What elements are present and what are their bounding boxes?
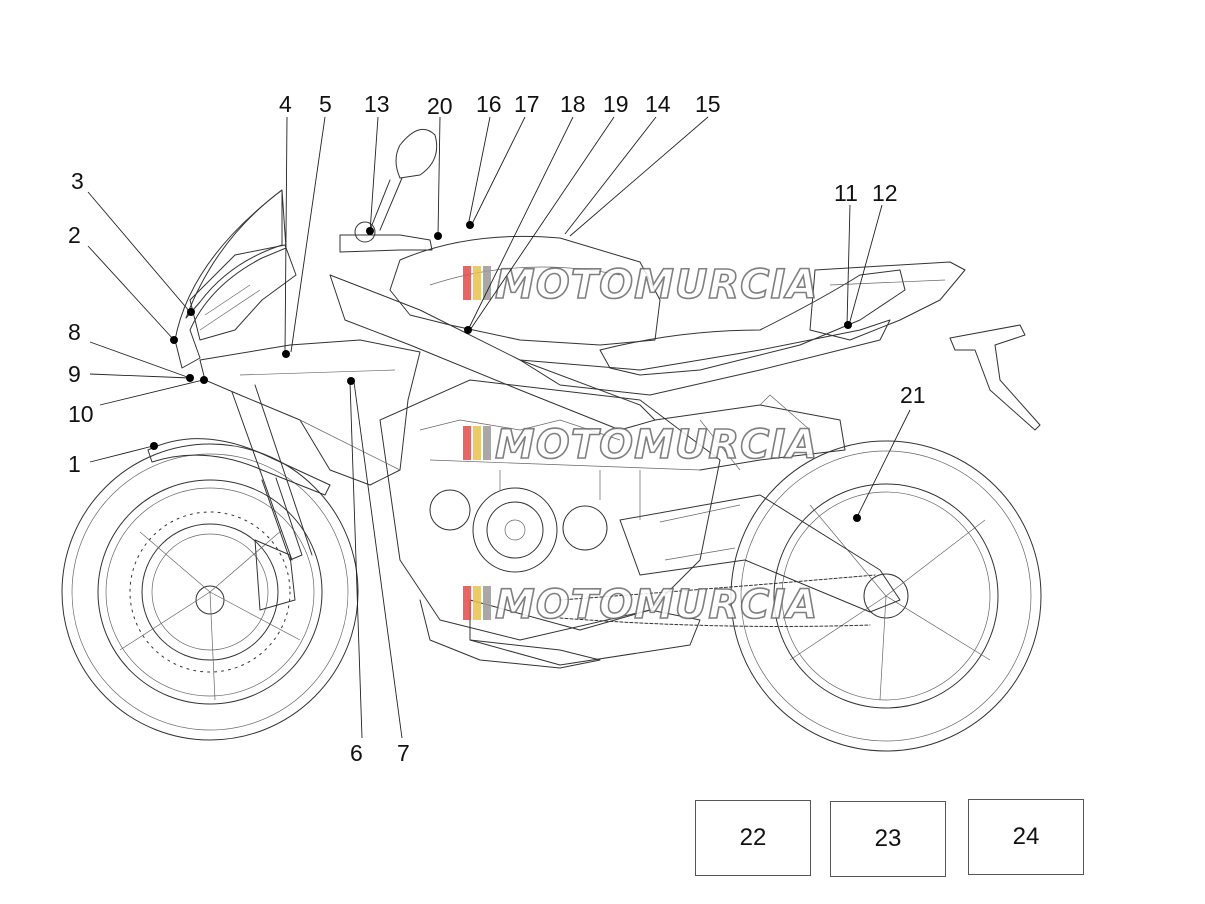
detail-box-label: 22: [739, 824, 767, 851]
callout-labels: 1 2 3 4 5 6 7 8 9 10 11 12 13 14 15 16 1…: [68, 91, 926, 766]
watermark: MOTOMURCIA MOTOMURCIA MOTOMURCIA: [463, 261, 818, 629]
callout-16: 16: [476, 91, 502, 117]
swingarm: [619, 494, 901, 613]
front-fork: [231, 384, 313, 561]
watermark-logo: MOTOMURCIA: [463, 581, 818, 629]
callout-10: 10: [68, 401, 94, 427]
watermark-logo: MOTOMURCIA: [463, 421, 818, 469]
watermark-text: MOTOMURCIA: [495, 262, 818, 308]
callout-19: 19: [603, 91, 629, 117]
callout-4: 4: [279, 91, 292, 117]
front-fender: [147, 438, 331, 496]
callout-17: 17: [514, 91, 540, 117]
engine: [379, 379, 721, 666]
callout-13: 13: [364, 91, 390, 117]
callout-20: 20: [427, 93, 453, 119]
detail-box-22: 22: [695, 800, 811, 876]
tail: [809, 261, 966, 341]
callout-12: 12: [872, 180, 898, 206]
watermark-logo: MOTOMURCIA: [463, 261, 818, 309]
rear-wheel: [730, 440, 1042, 752]
mirror: [395, 128, 438, 179]
callout-18: 18: [560, 91, 586, 117]
watermark-text: MOTOMURCIA: [495, 582, 818, 628]
callout-14: 14: [645, 91, 671, 117]
watermark-text: MOTOMURCIA: [495, 422, 818, 468]
callout-5: 5: [319, 91, 332, 117]
side-fairing: [199, 339, 421, 486]
callout-11: 11: [834, 180, 858, 206]
license-bracket: [949, 324, 1041, 431]
front-fairing: [174, 189, 287, 369]
detail-box-label: 24: [1012, 823, 1040, 850]
windscreen: [185, 189, 283, 319]
callout-3: 3: [71, 168, 84, 194]
handlebar: [339, 234, 433, 253]
callout-6: 6: [350, 740, 363, 766]
callout-7: 7: [397, 740, 410, 766]
exhaust: [419, 599, 601, 669]
front-wheel: [61, 443, 359, 741]
callout-15: 15: [695, 91, 721, 117]
callout-9: 9: [68, 361, 81, 387]
callout-dots: [150, 221, 861, 522]
detail-box-23: 23: [830, 801, 946, 877]
callout-1: 1: [68, 451, 81, 477]
callout-8: 8: [68, 319, 81, 345]
detail-box-label: 23: [874, 825, 902, 852]
detail-box-24: 24: [968, 799, 1084, 875]
frame: [329, 274, 656, 431]
callout-21: 21: [900, 382, 926, 408]
callout-2: 2: [68, 222, 81, 248]
seat: [599, 269, 906, 376]
leader-lines: [87, 116, 911, 739]
